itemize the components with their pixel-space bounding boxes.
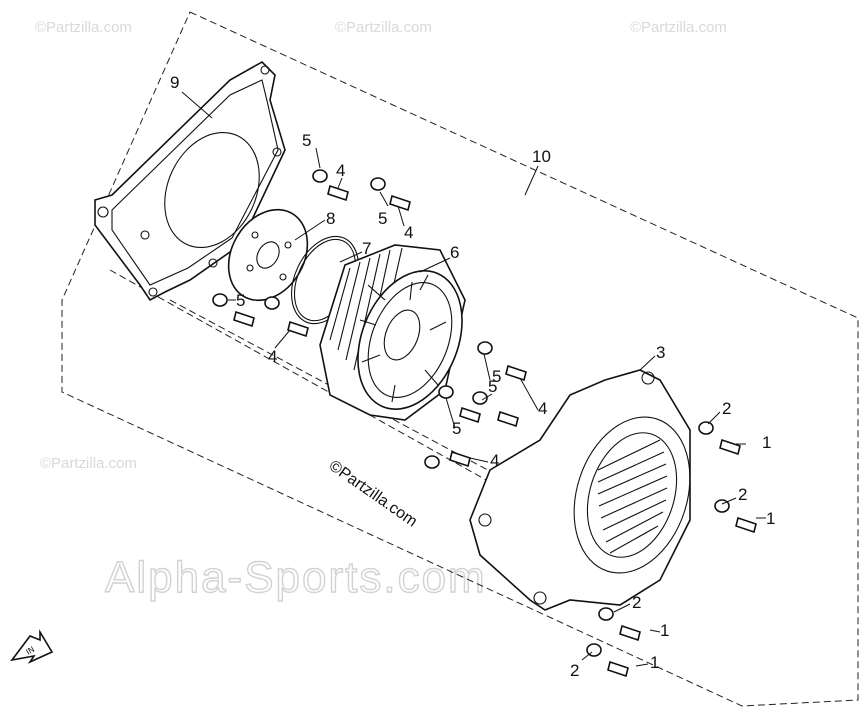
callout-1: 1 — [650, 653, 659, 672]
callout-1: 1 — [766, 509, 775, 528]
watermark-alpha-sports: Alpha-Sports.com — [105, 553, 487, 602]
partzilla-copyright-text: ©Partzilla.com — [326, 457, 420, 530]
callout-2: 2 — [632, 593, 641, 612]
callout-2: 2 — [738, 485, 747, 504]
callout-4: 4 — [490, 451, 499, 470]
watermark-partzilla: ©Partzilla.com — [630, 19, 727, 36]
callout-4: 4 — [538, 399, 547, 418]
watermark-partzilla: ©Partzilla.com — [35, 19, 132, 36]
watermark-partzilla: ©Partzilla.com — [40, 455, 137, 472]
callout-3: 3 — [656, 343, 665, 362]
callout-4: 4 — [336, 161, 345, 180]
callout-5: 5 — [302, 131, 311, 150]
fan-shroud-part-3 — [469, 369, 691, 611]
svg-text:IN: IN — [25, 645, 37, 657]
callout-leaders — [181, 91, 766, 667]
callout-9: 9 — [170, 73, 179, 92]
callout-10: 10 — [532, 147, 551, 166]
callout-5: 5 — [378, 209, 387, 228]
callout-1: 1 — [762, 433, 771, 452]
watermark-layer: ©Partzilla.com ©Partzilla.com ©Partzilla… — [35, 19, 727, 603]
watermark-partzilla: ©Partzilla.com — [335, 19, 432, 36]
partzilla-copyright: ©Partzilla.com — [326, 457, 420, 530]
callout-4: 4 — [404, 223, 413, 242]
callout-5: 5 — [492, 367, 501, 386]
cooling-fan-part-6 — [319, 244, 466, 421]
in-arrow-icon: IN — [10, 629, 54, 664]
fastener-hardware — [212, 169, 757, 678]
callout-4: 4 — [268, 347, 277, 366]
callout-7: 7 — [362, 239, 371, 258]
callout-8: 8 — [326, 209, 335, 228]
callout-5: 5 — [236, 291, 245, 310]
assembly-boundary-outline — [61, 11, 859, 707]
callout-5: 5 — [488, 377, 497, 396]
callout-5: 5 — [452, 419, 461, 438]
callout-2: 2 — [722, 399, 731, 418]
callout-labels: 9 10 5 4 5 4 8 7 6 5 4 3 5 4 5 5 4 2 1 2… — [170, 73, 775, 680]
callout-1: 1 — [660, 621, 669, 640]
callout-6: 6 — [450, 243, 459, 262]
callout-2: 2 — [570, 661, 579, 680]
